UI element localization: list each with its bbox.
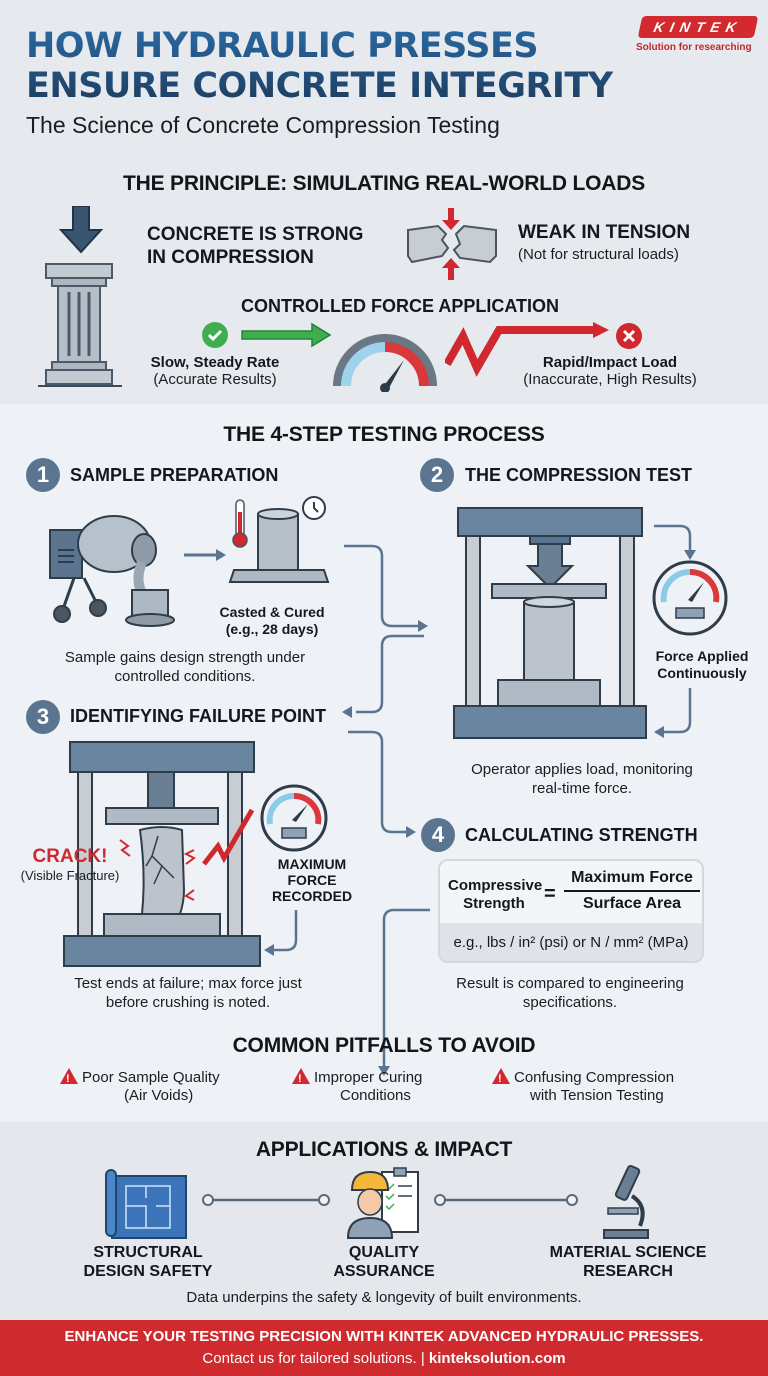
arrow-right-icon xyxy=(184,549,226,561)
process-flow-connectors xyxy=(342,544,430,1076)
weak-in-tension-title: WEAK IN TENSION xyxy=(518,222,691,243)
microscope-icon xyxy=(603,1164,649,1239)
pitfall-item: Confusing Compression with Tension Testi… xyxy=(492,1068,722,1105)
cracked-blocks-icon xyxy=(407,208,497,280)
cured-sample-icon xyxy=(228,496,330,583)
crack-label: CRACK! (Visible Fracture) xyxy=(20,846,120,883)
applications-heading: APPLICATIONS & IMPACT xyxy=(255,1138,513,1161)
footer-contact: Contact us for tailored solutions. | kin… xyxy=(202,1350,566,1367)
page-subtitle: The Science of Concrete Compression Test… xyxy=(26,112,500,138)
impact-arrow-group xyxy=(445,322,642,377)
pitfall-item: Poor Sample Quality (Air Voids) xyxy=(60,1068,260,1105)
strength-formula-box: Compressive Strength = Maximum Force Sur… xyxy=(438,859,704,963)
applications-summary: Data underpins the safety & longevity of… xyxy=(186,1289,582,1306)
weak-in-tension-note: (Not for structural loads) xyxy=(518,246,679,263)
pitfall-item: Improper Curing Conditions xyxy=(292,1068,472,1105)
step-2-title: THE COMPRESSION TEST xyxy=(465,465,693,485)
connector-line xyxy=(434,1194,578,1206)
force-gauge-icon xyxy=(652,524,728,636)
warning-icon xyxy=(292,1068,310,1088)
connector-line xyxy=(202,1194,330,1206)
max-force-caption: MAXIMUM FORCE RECORDED xyxy=(271,856,353,904)
slow-rate-label: Slow, Steady Rate (Accurate Results) xyxy=(150,354,280,388)
formula-lhs: Compressive Strength xyxy=(448,877,543,912)
step-3-description: Test ends at failure; max force just bef… xyxy=(74,975,302,1011)
strong-in-compression-label: CONCRETE IS STRONG IN COMPRESSION xyxy=(147,224,364,268)
controlled-force-heading: CONTROLLED FORCE APPLICATION xyxy=(241,296,559,316)
max-force-gauge-icon xyxy=(202,784,328,866)
app-quality-assurance: QUALITY ASSURANCE xyxy=(333,1244,435,1280)
force-applied-caption: Force Applied Continuously xyxy=(655,648,749,681)
title-line-1: HOW HYDRAULIC PRESSES xyxy=(26,26,539,66)
step-3-badge: 3 xyxy=(26,700,60,734)
formula-denominator: Surface Area xyxy=(582,895,682,912)
step-2-badge: 2 xyxy=(420,458,454,492)
page-title: HOW HYDRAULIC PRESSES ENSURE CONCRETE IN… xyxy=(26,26,613,106)
step-2-description: Operator applies load, monitoring real-t… xyxy=(471,761,693,797)
formula-equals: = xyxy=(544,883,556,905)
title-line-2: ENSURE CONCRETE INTEGRITY xyxy=(26,66,613,106)
warning-icon xyxy=(60,1068,78,1088)
step-3-title: IDENTIFYING FAILURE POINT xyxy=(70,706,327,726)
app-structural-design-safety: STRUCTURAL DESIGN SAFETY xyxy=(83,1244,213,1280)
logo-tagline: Solution for researching xyxy=(636,42,752,53)
red-zigzag-arrow-icon xyxy=(445,326,595,377)
app-material-science-research: MATERIAL SCIENCE RESEARCH xyxy=(549,1244,707,1280)
gauge-icon xyxy=(333,334,437,392)
hydraulic-press-icon xyxy=(453,507,647,739)
step-4-title: CALCULATING STRENGTH xyxy=(465,825,698,845)
crack-burst-icon xyxy=(119,839,131,857)
step-1-badge: 1 xyxy=(26,458,60,492)
formula-units: e.g., lbs / in² (psi) or N / mm² (MPa) xyxy=(440,923,702,961)
footer-cta: ENHANCE YOUR TESTING PRECISION WITH KINT… xyxy=(64,1328,704,1345)
process-heading: THE 4-STEP TESTING PROCESS xyxy=(223,423,545,446)
step-4-description: Result is compared to engineering specif… xyxy=(456,975,684,1011)
principle-heading: THE PRINCIPLE: SIMULATING REAL-WORLD LOA… xyxy=(122,172,645,195)
column-icon xyxy=(38,206,122,387)
concrete-mixer-icon xyxy=(49,515,175,627)
kintek-logo[interactable]: KINTEK xyxy=(637,16,759,38)
green-arrow-icon xyxy=(241,322,332,348)
formula-numerator: Maximum Force xyxy=(564,869,700,892)
warning-icon xyxy=(492,1068,510,1088)
return-arrow-icon-2 xyxy=(264,910,298,956)
blueprint-icon xyxy=(105,1169,187,1239)
footer-band xyxy=(0,1320,768,1376)
return-arrow-icon xyxy=(654,688,692,738)
rapid-load-label: Rapid/Impact Load (Inaccurate, High Resu… xyxy=(523,354,697,388)
step-1-title: SAMPLE PREPARATION xyxy=(70,465,279,485)
cured-caption: Casted & Cured (e.g., 28 days) xyxy=(219,604,325,637)
success-arrow-group xyxy=(202,322,332,348)
pitfalls-heading: COMMON PITFALLS TO AVOID xyxy=(232,1034,536,1057)
website-link[interactable]: kinteksolution.com xyxy=(428,1350,566,1367)
step-1-description: Sample gains design strength under contr… xyxy=(64,649,306,685)
inspector-icon xyxy=(346,1167,419,1239)
step-4-badge: 4 xyxy=(421,818,455,852)
